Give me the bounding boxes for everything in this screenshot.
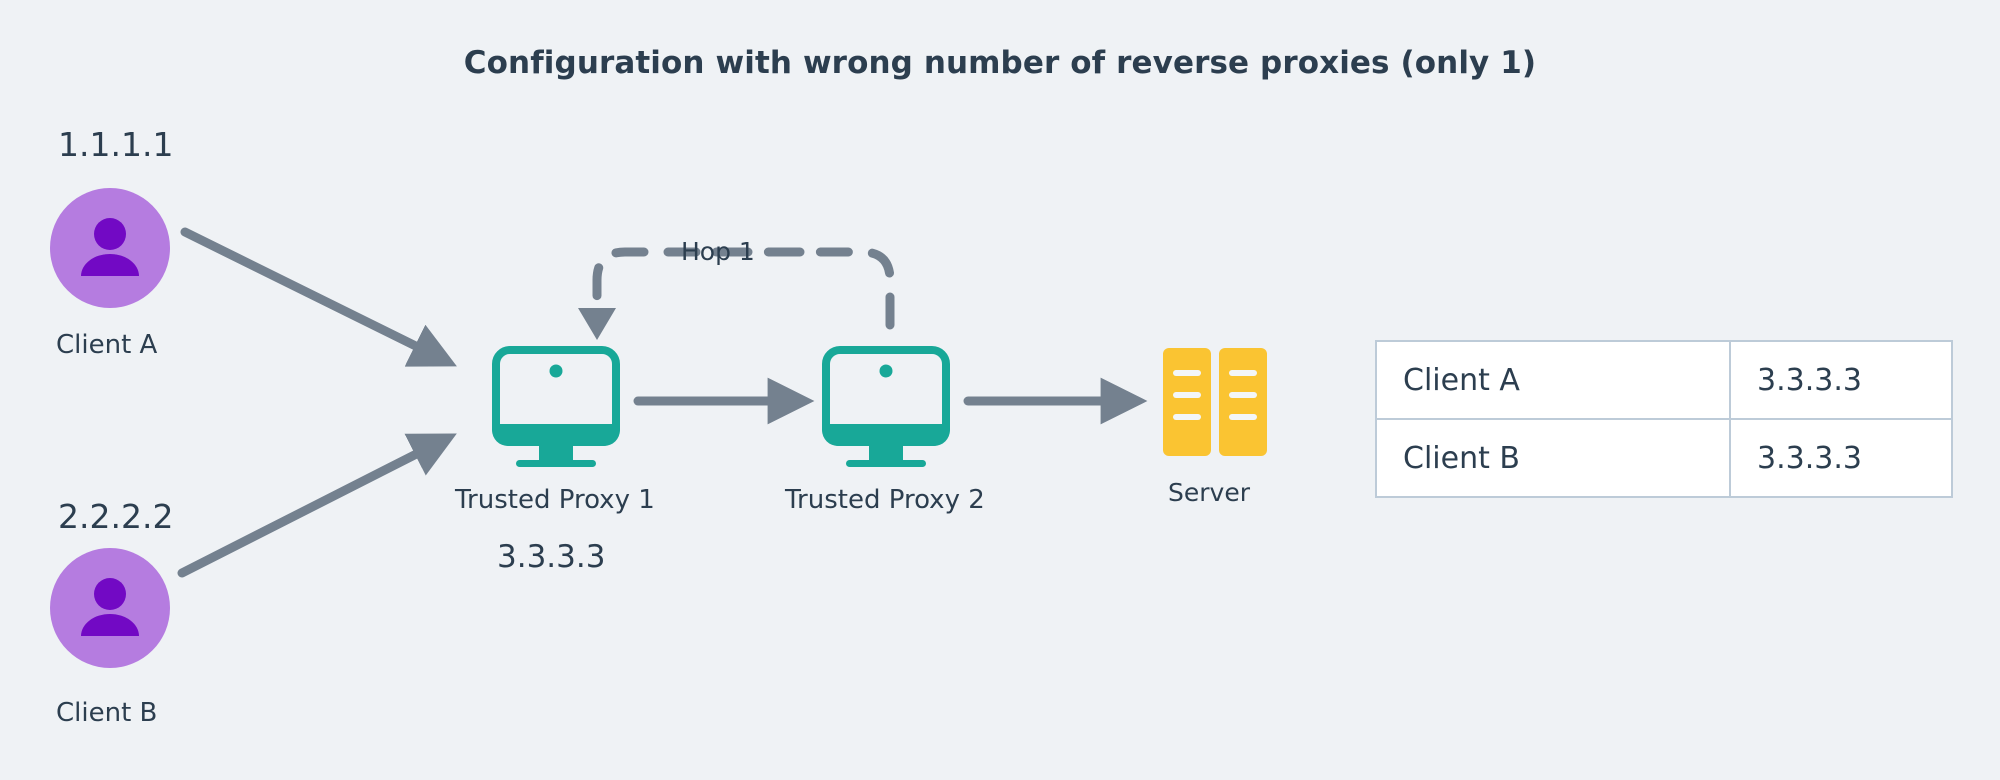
- table-cell-client: Client B: [1375, 418, 1731, 498]
- detected-ip-table: Client A 3.3.3.3 Client B 3.3.3.3: [1375, 340, 1953, 498]
- trusted-proxy-1-label: Trusted Proxy 1: [455, 485, 655, 515]
- client-a-ip-label: 1.1.1.1: [58, 125, 174, 164]
- table-row: Client B 3.3.3.3: [1375, 418, 1953, 498]
- trusted-proxy-2-monitor-icon: [822, 346, 950, 467]
- arrow-client-b-to-proxy1: [177, 433, 457, 578]
- server-rack-icon: [1163, 348, 1267, 456]
- hop1-arrowhead-icon: [578, 308, 616, 340]
- client-b-ip-label: 2.2.2.2: [58, 497, 174, 536]
- arrow-client-a-to-proxy1: [180, 227, 457, 367]
- table-cell-ip: 3.3.3.3: [1729, 340, 1953, 420]
- hop1-label: Hop 1: [681, 237, 755, 266]
- client-a-label: Client A: [56, 330, 158, 360]
- table-cell-client: Client A: [1375, 340, 1731, 420]
- client-b-avatar: [50, 548, 170, 668]
- trusted-proxy-2-label: Trusted Proxy 2: [785, 485, 985, 515]
- trusted-proxy-1-ip-label: 3.3.3.3: [497, 539, 606, 575]
- client-b-label: Client B: [56, 698, 158, 728]
- table-cell-ip: 3.3.3.3: [1729, 418, 1953, 498]
- table-row: Client A 3.3.3.3: [1375, 340, 1953, 420]
- hop1-dashed-path-left: [592, 247, 805, 310]
- trusted-proxy-1-monitor-icon: [492, 346, 620, 467]
- hop1-dashed-path: [700, 247, 895, 330]
- server-label: Server: [1168, 478, 1250, 507]
- client-a-avatar: [50, 188, 170, 308]
- page-title: Configuration with wrong number of rever…: [463, 45, 1537, 81]
